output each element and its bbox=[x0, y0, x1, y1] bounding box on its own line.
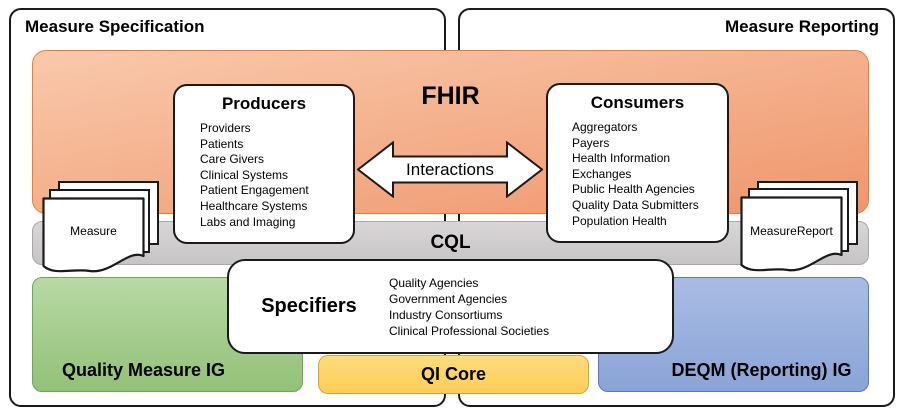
measurereport-document-icon bbox=[740, 196, 843, 272]
list-item: Aggregators bbox=[572, 120, 638, 134]
list-item: Exchanges bbox=[572, 166, 632, 181]
double-arrow-icon bbox=[356, 140, 544, 199]
measurereport-document-label: MeasureReport bbox=[750, 224, 833, 238]
producers-title: Producers bbox=[221, 94, 307, 113]
list-item: Population Health bbox=[572, 213, 667, 228]
list-item: Healthcare Systems bbox=[200, 198, 308, 213]
interactions-arrow: Interactions bbox=[356, 140, 544, 199]
qi-core-box: QI Core bbox=[318, 355, 589, 394]
list-item: Payers bbox=[572, 135, 610, 150]
list-item: Care Givers bbox=[200, 152, 265, 167]
specifiers-title: Specifiers bbox=[261, 295, 357, 317]
list-item: Patient Engagement bbox=[200, 183, 309, 198]
list-item: Quality Data Submitters bbox=[572, 197, 699, 212]
fhir-label: FHIR bbox=[421, 82, 480, 110]
list-item: Clinical Systems bbox=[200, 167, 289, 182]
list-item: Government Agencies bbox=[389, 291, 508, 306]
list-item: Health Information bbox=[572, 151, 671, 166]
fhir-band bbox=[32, 50, 869, 214]
measure-document-icon bbox=[42, 197, 145, 273]
list-item: Clinical Professional Societies bbox=[389, 323, 550, 338]
measure-reporting-title: Measure Reporting bbox=[725, 17, 879, 36]
interactions-label: Interactions bbox=[406, 159, 494, 179]
list-item: Quality Agencies bbox=[389, 275, 479, 290]
consumers-title: Consumers bbox=[590, 93, 685, 112]
measure-specification-title: Measure Specification bbox=[25, 17, 205, 36]
list-item: Labs and Imaging bbox=[200, 214, 296, 229]
list-item: Patients bbox=[200, 136, 244, 151]
measure-document-label: Measure bbox=[70, 224, 117, 238]
list-item: Public Health Agencies bbox=[572, 182, 695, 197]
list-item: Providers bbox=[200, 121, 251, 135]
list-item: Industry Consortiums bbox=[389, 307, 503, 322]
